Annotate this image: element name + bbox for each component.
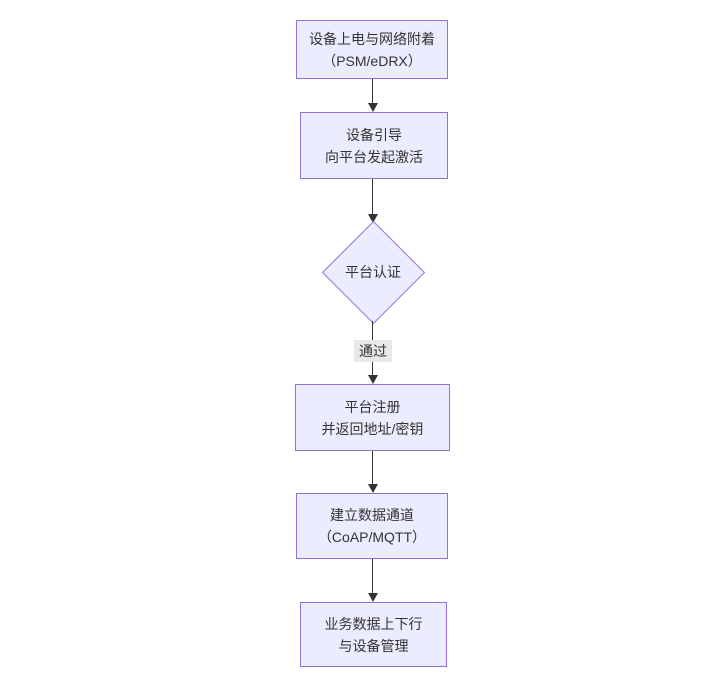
arrow-down-icon xyxy=(367,375,378,384)
node-data-channel-line1: 建立数据通道 xyxy=(330,507,414,523)
edge-label-pass: 通过 xyxy=(354,340,392,362)
node-bootstrap-line2: 向平台发起激活 xyxy=(325,148,423,165)
edge-channel-to-business xyxy=(372,559,373,595)
arrow-down-icon xyxy=(367,103,378,112)
node-data-channel: 建立数据通道 （CoAP/MQTT） xyxy=(296,493,448,559)
node-auth-decision: 平台认证 xyxy=(321,220,426,325)
node-business-line2: 与设备管理 xyxy=(338,637,409,654)
node-register-line1: 平台注册 xyxy=(344,398,401,415)
node-bootstrap: 设备引导 向平台发起激活 xyxy=(300,112,448,179)
edge-register-to-channel xyxy=(372,451,373,486)
arrow-down-icon xyxy=(367,484,378,493)
edge-power-to-bootstrap xyxy=(372,79,373,105)
node-register-line2: 并返回地址/密钥 xyxy=(321,420,424,437)
node-bootstrap-line1: 设备引导 xyxy=(346,126,402,143)
edge-bootstrap-to-auth xyxy=(372,179,373,216)
node-power-on: 设备上电与网络附着 （PSM/eDRX） xyxy=(296,20,448,79)
node-power-on-line1: 设备上电与网络附着 xyxy=(309,30,435,47)
node-business-line1: 业务数据上下行 xyxy=(324,615,423,632)
arrow-down-icon xyxy=(367,214,378,223)
node-power-on-line2: （PSM/eDRX） xyxy=(322,52,422,69)
node-auth-label: 平台认证 xyxy=(345,264,401,280)
node-business: 业务数据上下行 与设备管理 xyxy=(300,602,447,667)
node-data-channel-line2: （CoAP/MQTT） xyxy=(317,529,427,545)
arrow-down-icon xyxy=(367,593,378,602)
node-register: 平台注册 并返回地址/密钥 xyxy=(295,384,450,451)
